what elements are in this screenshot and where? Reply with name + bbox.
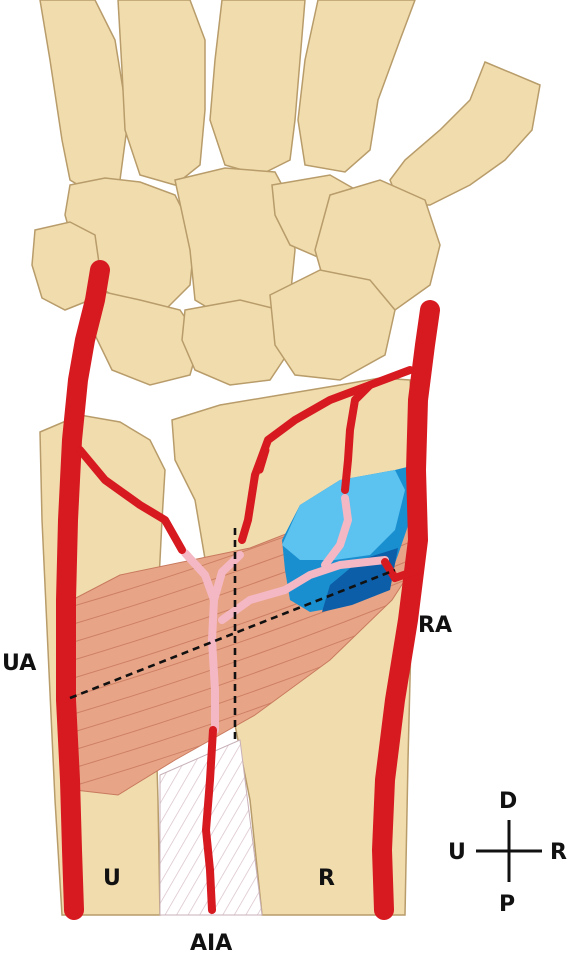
scaphoid-bone xyxy=(269,269,396,381)
ulnar-dorsal-branch xyxy=(76,446,186,554)
label-anterior-interosseous-artery: AIA xyxy=(190,931,232,955)
compass-palmar: P xyxy=(499,892,515,917)
metacarpal-2 xyxy=(297,0,416,173)
radial-branch-middle xyxy=(341,381,374,494)
metacarpal-4 xyxy=(117,0,206,186)
anterior-interosseous-artery xyxy=(202,726,217,914)
label-ulna: U xyxy=(103,866,121,891)
lunate-bone xyxy=(181,299,291,386)
compass-ulnar: U xyxy=(448,840,466,865)
metacarpal-3 xyxy=(209,0,306,176)
metacarpal-1 xyxy=(389,61,541,206)
orientation-compass: D P U R xyxy=(448,789,567,917)
triquetrum-bone xyxy=(94,289,201,386)
metacarpal-5 xyxy=(39,0,129,196)
radial-branch-lower xyxy=(381,558,422,582)
arteries xyxy=(56,260,440,920)
ulnar-artery xyxy=(56,260,110,920)
metacarpal-bones xyxy=(39,0,541,206)
reference-lines xyxy=(69,528,396,740)
label-radius: R xyxy=(318,866,335,891)
radial-artery xyxy=(372,300,440,920)
pink-vessel-tree xyxy=(181,494,389,734)
ulnar-branch-small xyxy=(256,446,270,474)
compass-radial: R xyxy=(550,840,567,865)
labels: UA RA U R AIA xyxy=(2,613,452,955)
label-radial-artery: RA xyxy=(418,613,452,638)
oblique-dashed-line xyxy=(69,568,396,700)
compass-dorsal: D xyxy=(499,789,517,814)
label-ulnar-artery: UA xyxy=(2,651,36,676)
